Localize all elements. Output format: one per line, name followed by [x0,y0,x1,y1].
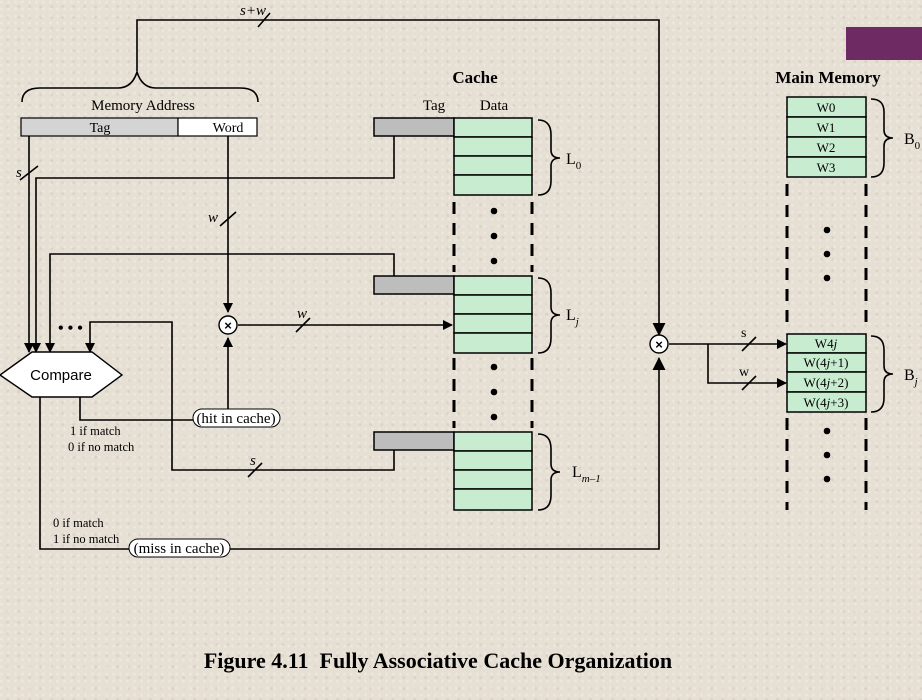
hit-label: (hit in cache) [196,411,275,427]
cache-title: Cache [452,68,498,87]
miss-nomatch-text: 1 if no match [53,532,120,546]
sw-label: s+w [240,3,266,19]
mux-to-memory-w [707,344,787,388]
blockj-brace [870,335,894,413]
memory-word: W(4j+1) [804,355,849,370]
sw-slash [257,12,271,28]
tagj-to-compare-line [45,253,395,353]
memory-word: W3 [817,160,836,175]
memory-ellipsis-bottom [823,427,831,483]
linej-label: Lj [566,307,579,328]
cache-data-header: Data [480,98,509,114]
linej-brace [537,277,561,354]
cache-data-cell [453,155,533,176]
memory-block-0: W0 W1 W2 W3 [786,96,867,178]
memory-word: W(4j+2) [804,375,849,390]
hit-match-text: 1 if match [70,424,121,438]
cache-data-cell [453,450,533,471]
compare-input-dots: • • • [58,320,83,337]
tag-field-label: Tag [90,121,111,136]
cache-data-cell [453,431,533,452]
linem-brace [537,433,561,511]
cache-data-cell [453,136,533,157]
hit-pill [192,408,281,428]
cache-tag-cell [373,117,455,137]
cache-line-0 [373,117,533,196]
block0-label: B0 [904,131,921,152]
cache-data-cell [453,174,533,196]
miss-pill [128,538,231,558]
memory-block-j: W4j W(4j+1) W(4j+2) W(4j+3) [786,333,867,413]
cache-line-m-1 [373,431,533,511]
s-slash-right [741,336,757,352]
s-slash-left [19,165,39,181]
s-label-bottom: s [250,453,256,469]
cache-data-cell [453,275,533,296]
memory-word: W1 [817,120,836,135]
memory-word-cell [786,156,867,178]
w-slash-right [741,375,757,391]
cache-tag-cell [373,275,455,295]
blockj-label: Bj [904,367,918,388]
s-label-right: s [741,326,746,341]
memory-word: W2 [817,140,836,155]
memory-title: Main Memory [775,68,881,87]
compare-unit [0,351,124,398]
s-label-left: s [16,165,22,181]
cache-data-cell [453,332,533,354]
miss-line [39,357,666,550]
sw-bus-line [136,19,666,336]
linem-label: Lm–1 [572,464,601,485]
block0-brace [870,98,894,178]
cache-tag-header: Tag [423,98,446,114]
address-title: Memory Address [91,98,195,114]
cache-data-cell [453,294,533,315]
word-field-label: Word [213,121,244,136]
cache-ellipsis-bottom [490,363,498,421]
cache-tag-cell [373,431,455,451]
address-brace [21,69,259,103]
hit-nomatch-text: 0 if no match [68,440,135,454]
hit-line [79,337,233,421]
tagm-to-compare-line [85,321,395,471]
w-label-address: w [208,210,218,226]
figure-caption: Figure 4.11 Fully Associative Cache Orga… [204,648,672,673]
memory-word: W4j [815,336,838,351]
miss-mux-icon [649,334,669,354]
cache-ellipsis-top [490,207,498,265]
memory-ellipsis-top [823,226,831,282]
memory-word: W0 [817,100,836,115]
cache-data-cell [453,488,533,511]
miss-match-text: 0 if match [53,516,104,530]
cache-data-cell [453,469,533,490]
word-field-box [177,117,258,137]
line0-brace [537,119,561,196]
compare-label: Compare [30,367,92,384]
cache-line-j [373,275,533,354]
w-label-mid: w [297,306,307,322]
hit-mux-icon [218,315,238,335]
w-slash-address [219,211,237,227]
miss-label: (miss in cache) [134,541,225,557]
line0-label: L0 [566,151,582,172]
w-label-right: w [739,365,750,380]
hit-mux-x: × [224,318,232,333]
memory-word-cell [786,391,867,413]
miss-mux-x: × [655,337,663,352]
s-slash-bottom [247,462,263,478]
corner-accent-box [846,27,922,60]
cache-data-cell [453,313,533,334]
cache-data-cell [453,117,533,138]
tag0-to-compare-line [31,136,395,353]
w-slash-mid [295,317,311,333]
memory-word: W(4j+3) [804,395,849,410]
